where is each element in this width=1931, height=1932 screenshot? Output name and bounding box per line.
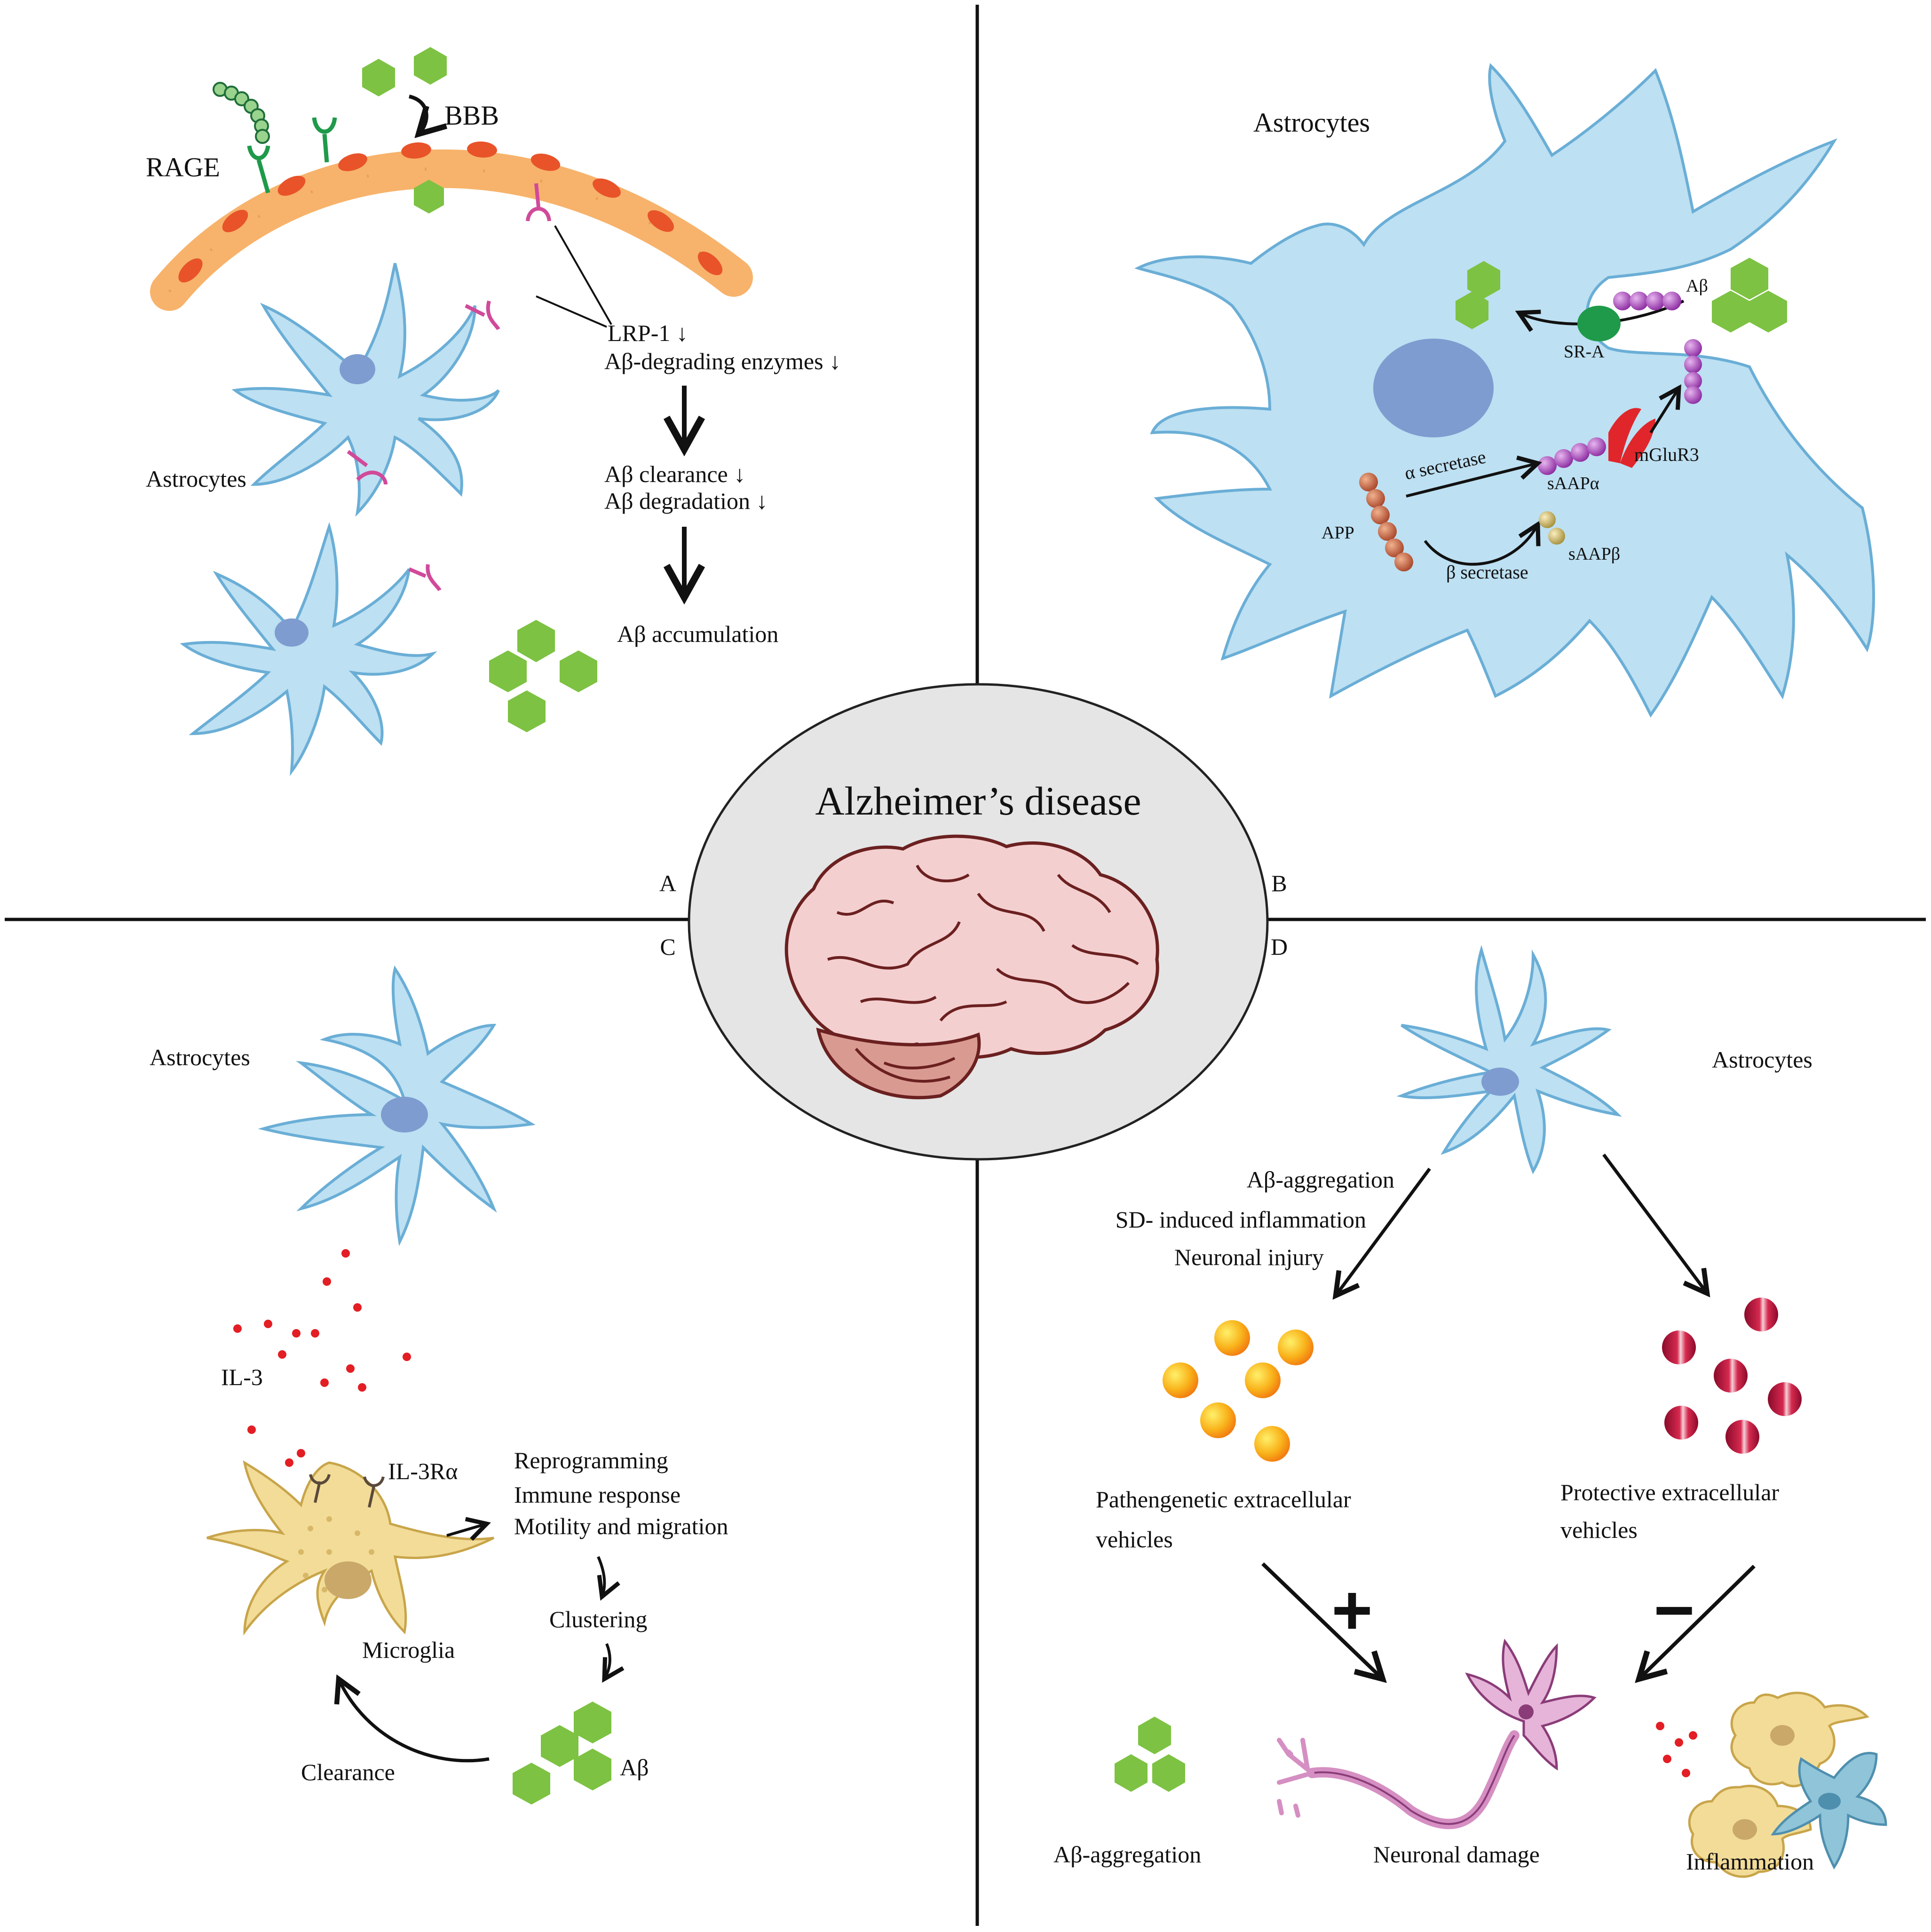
microglia-icon: [206, 1460, 495, 1636]
beta-secretase-arrow: [1424, 524, 1538, 566]
il3-label: IL-3: [221, 1364, 263, 1390]
arrow-d-left: [1336, 1167, 1431, 1296]
reprogramming-arrow: [446, 1524, 487, 1536]
saapb-label: sAAPβ: [1568, 544, 1620, 564]
motility-label: Motility and migration: [514, 1513, 728, 1539]
sra-receptor-icon: [1577, 306, 1621, 341]
lrp1-label: LRP-1 ↓: [608, 320, 688, 346]
clearance-label: Aβ clearance ↓: [604, 461, 745, 487]
minus-sign: −: [1654, 1570, 1695, 1649]
lrp1-pointer: [554, 225, 612, 325]
astrocyte-icon: [1396, 945, 1622, 1174]
agg-bottom-label: Aβ-aggregation: [1053, 1841, 1201, 1868]
pathogenic-label-1: Pathengenetic extracellular: [1096, 1486, 1351, 1512]
neuron-icon: [1277, 1639, 1597, 1829]
lrp1-receptor-icon: [347, 300, 500, 592]
mglur3-label: mGluR3: [1634, 444, 1699, 465]
abeta-hexagons-b-inside: [1456, 261, 1500, 329]
plus-arrow: [1261, 1562, 1383, 1679]
app-label: APP: [1322, 523, 1354, 543]
damage-label: Neuronal damage: [1373, 1841, 1540, 1868]
beta-secretase-label: β secretase: [1446, 562, 1528, 583]
panel-c: Astrocytes IL-3 IL-3Rα Microglia Repr: [150, 965, 728, 1805]
astrocytes-label-c: Astrocytes: [150, 1044, 250, 1070]
immune-label: Immune response: [514, 1481, 681, 1508]
il3ra-receptor-icon: [309, 1474, 385, 1508]
astrocytes-label-d: Astrocytes: [1712, 1046, 1812, 1073]
astrocyte-icon: [258, 965, 536, 1246]
arrow-d-right: [1602, 1153, 1707, 1293]
protective-label-1: Protective extracellular: [1560, 1479, 1779, 1505]
panel-a: RAGE BBB Astrocytes LRP-1 ↓: [146, 47, 841, 776]
rage-receptor-icon: [247, 117, 337, 194]
abeta-hexagons-c: [513, 1702, 611, 1805]
protective-label-2: vehicles: [1560, 1517, 1638, 1543]
sd-label: SD- induced inflammation: [1116, 1206, 1366, 1233]
il3ra-label: IL-3Rα: [388, 1458, 458, 1484]
clearance-label-c: Clearance: [301, 1759, 395, 1785]
panel-label-d: D: [1271, 934, 1288, 960]
panel-letters: A B C D: [659, 870, 1288, 960]
panel-d: Astrocytes Aβ-aggregation SD- induced in…: [1053, 945, 1887, 1878]
brain-icon: [784, 834, 1159, 1100]
rage-label: RAGE: [146, 152, 220, 182]
center-title: Alzheimer’s disease: [815, 778, 1141, 823]
panel-label-b: B: [1271, 870, 1287, 896]
agg-label: Aβ-aggregation: [1247, 1166, 1394, 1193]
abeta-hexagons-b-outside: [1712, 258, 1787, 333]
clearance-arrow: [339, 1679, 490, 1763]
center-panel: Alzheimer’s disease: [688, 683, 1269, 1161]
large-astrocyte-cell: [1134, 63, 1875, 718]
abeta-label-c: Aβ: [620, 1754, 649, 1781]
abeta-label-b: Aβ: [1686, 276, 1708, 296]
clustering-arrow: [597, 1556, 604, 1597]
abeta-arrow-c: [604, 1643, 610, 1679]
mglur3-arrow: [1649, 388, 1679, 434]
lrp1-pointer-2: [536, 295, 607, 328]
mglur3-receptor-icon: [1608, 408, 1655, 468]
bbb-label: BBB: [444, 100, 499, 131]
minus-arrow: [1639, 1565, 1756, 1679]
inflammation-icon: [1656, 1692, 1887, 1878]
sra-label: SR-A: [1564, 342, 1605, 362]
protective-ev-icons: [1662, 1298, 1802, 1454]
reprogramming-label: Reprogramming: [514, 1447, 668, 1473]
pathogenic-ev-icons: [1163, 1320, 1314, 1462]
alpha-secretase-arrow: [1406, 463, 1538, 498]
app-icon: [1359, 473, 1413, 571]
astrocytes-label-b: Astrocytes: [1253, 107, 1370, 138]
accumulation-label: Aβ accumulation: [617, 621, 778, 647]
pathogenic-label-2: vehicles: [1096, 1526, 1173, 1552]
clustering-label: Clustering: [549, 1606, 647, 1632]
microglia-label: Microglia: [362, 1637, 455, 1663]
abeta-hexagons-top: [362, 47, 447, 214]
abeta-oligomer-icon: [1613, 292, 1702, 404]
panel-label-c: C: [660, 934, 675, 960]
abeta-hexagons-d: [1115, 1717, 1185, 1792]
enzymes-label: Aβ-degrading enzymes ↓: [604, 348, 841, 374]
abeta-chain-icon: [213, 82, 270, 144]
saapb-icon: [1539, 511, 1565, 545]
degradation-label: Aβ degradation ↓: [604, 488, 768, 514]
nucleus-icon: [1373, 339, 1494, 437]
saapa-icon: [1538, 437, 1606, 475]
quadrant-dividers: [5, 5, 1926, 1926]
astrocyte-icon: [180, 522, 437, 776]
abeta-hexagons-a: [489, 620, 597, 732]
plus-sign: +: [1331, 1570, 1373, 1649]
astrocyte-icon: [231, 263, 500, 517]
injury-label: Neuronal injury: [1174, 1244, 1324, 1270]
panel-b: Astrocytes Aβ SR-A mGluR3 sAAPα: [1134, 63, 1875, 718]
panel-label-a: A: [659, 870, 676, 896]
inflammation-label: Inflammation: [1686, 1848, 1814, 1875]
bbb-barrier: [150, 141, 753, 311]
il3-dots: [233, 1249, 411, 1467]
bbb-arrow: [408, 95, 427, 134]
lrp1-receptor-icon: [526, 183, 551, 222]
saapa-label: sAAPα: [1547, 474, 1599, 493]
astrocytes-label-a: Astrocytes: [146, 466, 246, 492]
